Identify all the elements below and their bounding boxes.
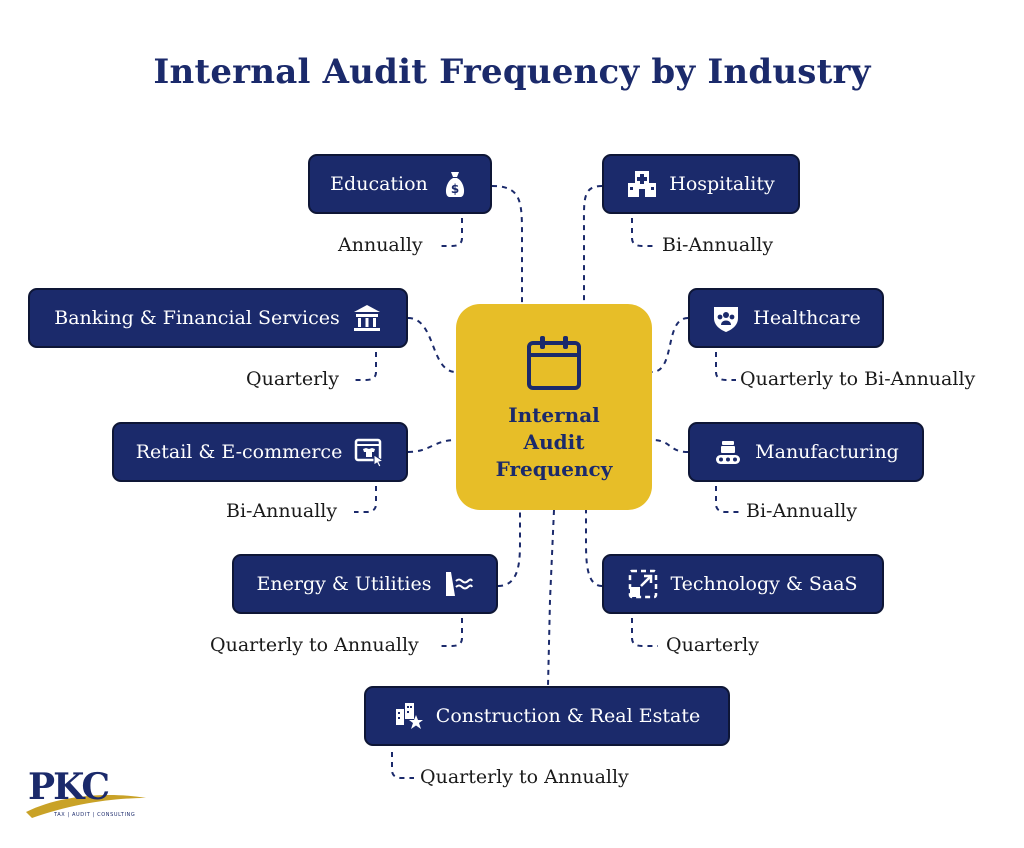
node-education-label: Education [330, 173, 428, 195]
freq-retail: Bi-Annually [226, 500, 338, 522]
connector-banking-freq [352, 352, 377, 381]
freq-construction: Quarterly to Annually [420, 766, 629, 788]
freq-technology: Quarterly [666, 634, 759, 656]
node-hospitality-label: Hospitality [669, 173, 775, 195]
logo-wordmark: PKC [28, 766, 110, 808]
node-construction: Construction & Real Estate [364, 686, 730, 746]
node-education: Education $ [308, 154, 492, 214]
shield-people-icon [714, 307, 739, 332]
connector-energy [497, 510, 521, 587]
node-healthcare: Healthcare [688, 288, 884, 348]
connector-retail-freq [354, 486, 377, 513]
node-energy-label: Energy & Utilities [256, 573, 432, 595]
node-construction-label: Construction & Real Estate [435, 705, 701, 727]
node-retail: Retail & E-commerce [112, 422, 408, 482]
freq-manufacturing: Bi-Annually [746, 500, 858, 522]
pkc-logo: PKC TAX | AUDIT | CONSULTING [22, 766, 150, 828]
central-hub-label: Internal Audit Frequency [495, 403, 613, 481]
connector-technology-freq [631, 618, 658, 647]
buildings-star-icon [395, 703, 423, 729]
freq-hospitality: Bi-Annually [662, 234, 774, 256]
page-title: Internal Audit Frequency by Industry [153, 52, 871, 92]
freq-banking: Quarterly [246, 368, 339, 390]
freq-healthcare: Quarterly to Bi-Annually [740, 368, 976, 390]
central-hub: Internal Audit Frequency [456, 304, 652, 510]
scale-arrows-icon [629, 569, 658, 599]
conveyor-icon [716, 441, 741, 464]
connector-retail [407, 439, 457, 453]
connector-education [491, 185, 523, 304]
connector-construction [547, 509, 555, 687]
logo-swoosh [26, 794, 146, 818]
connector-construction-freq [391, 752, 414, 779]
node-healthcare-label: Healthcare [753, 307, 861, 329]
online-shop-icon [355, 438, 385, 467]
node-energy: Energy & Utilities [232, 554, 498, 614]
svg-text:$: $ [451, 182, 459, 196]
connector-technology [585, 510, 603, 587]
freq-education: Annually [338, 234, 423, 256]
node-technology-label: Technology & SaaS [670, 573, 858, 595]
bank-icon [353, 305, 380, 331]
logo-tagline: TAX | AUDIT | CONSULTING [54, 812, 136, 818]
connector-energy-freq [440, 618, 463, 647]
node-banking: Banking & Financial Services [28, 288, 408, 348]
connector-manufacturing-freq [715, 486, 740, 513]
money-bag-icon: $ [445, 172, 464, 197]
connector-banking [407, 317, 457, 373]
freq-energy: Quarterly to Annually [210, 634, 419, 656]
connector-hospitality-freq [631, 218, 654, 247]
connector-hospitality [582, 185, 603, 304]
node-manufacturing-label: Manufacturing [755, 441, 899, 463]
node-manufacturing: Manufacturing [688, 422, 924, 482]
node-banking-label: Banking & Financial Services [54, 307, 340, 329]
node-hospitality: Hospitality [602, 154, 800, 214]
connector-manufacturing [651, 439, 689, 453]
water-dam-icon [446, 572, 474, 596]
node-retail-label: Retail & E-commerce [135, 441, 343, 463]
connector-healthcare [651, 317, 689, 373]
calendar-icon [527, 336, 581, 390]
hotel-icon [628, 171, 657, 197]
connector-education-freq [440, 218, 463, 247]
connector-healthcare-freq [715, 352, 736, 381]
node-technology: Technology & SaaS [602, 554, 884, 614]
